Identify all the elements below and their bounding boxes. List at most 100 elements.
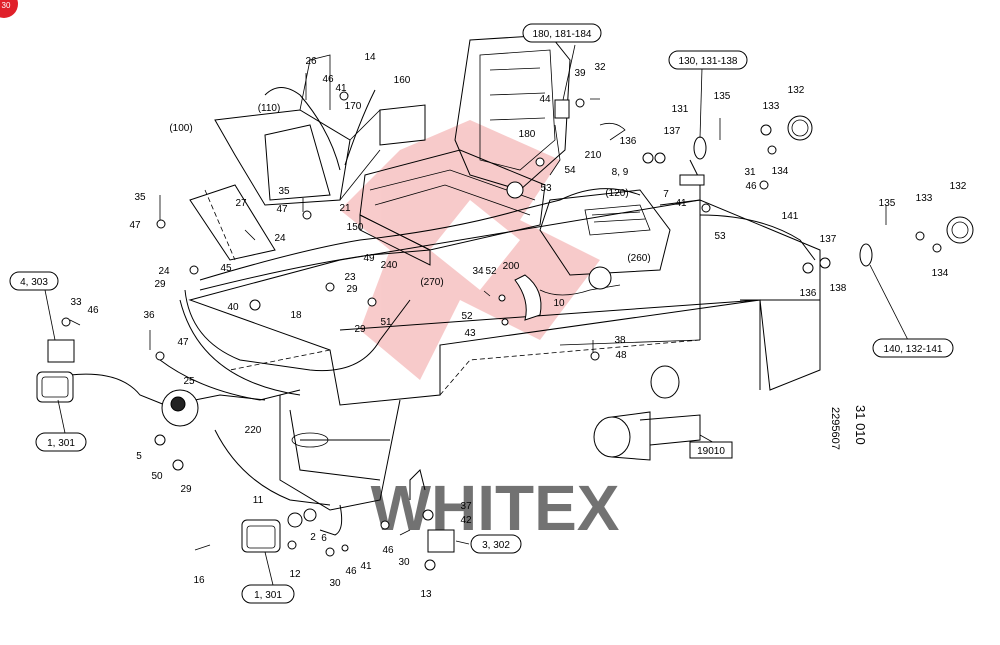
part-label: 50 [151,471,163,482]
part-label: 45 [220,263,232,274]
part-label: 36 [143,310,155,321]
part-label: 2 [310,532,316,543]
part-label: 210 [585,150,602,161]
part-label: 134 [932,268,949,279]
callout-180: 180, 181-184 [522,23,602,43]
part-label: 240 [381,260,398,271]
part-label: 52 [461,311,473,322]
part-label: 5 [136,451,142,462]
part-label: 137 [820,234,837,245]
part-label: 23 [344,272,356,283]
callout-1-301-left-text: 1, 301 [47,438,75,449]
part-label: 29 [346,284,358,295]
leader-lines [44,44,909,586]
part-label: 35 [134,192,146,203]
part-label: 16 [193,575,205,586]
right-console [539,189,671,276]
callout-3-302: 3, 302 [470,534,522,554]
part-label: 35 [278,186,290,197]
part-label: 29 [154,279,166,290]
wiring-harness [69,87,816,536]
part-label: 41 [335,83,347,94]
callout-180-text: 180, 181-184 [533,29,592,40]
part-label: (260) [627,253,650,264]
part-label: 53 [540,183,552,194]
part-label: 27 [235,198,247,209]
part-label: 21 [339,203,351,214]
callout-group: 180, 181-184 130, 131-138 4, 303 1, 301 … [9,23,954,604]
part-label: 25 [183,376,195,387]
part-label: 7 [663,189,669,200]
part-label: 52 [485,266,497,277]
group-number: 31 010 [853,405,868,445]
part-label: 39 [574,68,586,79]
part-label: 133 [916,193,933,204]
part-label: 48 [615,350,627,361]
part-label: 6 [321,533,327,544]
part-label: 33 [70,297,82,308]
part-label: 132 [950,181,967,192]
part-label: 8, 9 [612,167,629,178]
left-console [214,54,426,206]
corner-badge-text: 30 [2,1,11,10]
part-label: 220 [245,425,262,436]
part-label: 136 [800,288,817,299]
part-label: 18 [290,310,302,321]
part-label: 10 [553,298,565,309]
part-label: 160 [394,75,411,86]
callout-4-303-text: 4, 303 [20,277,48,288]
callout-140-text: 140, 132-141 [884,344,943,355]
part-label: 24 [158,266,170,277]
boxed-reference-19010: 19010 [689,441,733,459]
part-label: 30 [329,578,341,589]
part-label: 135 [714,91,731,102]
part-label: 135 [879,198,896,209]
part-label: 11 [253,495,264,506]
part-label: 47 [177,337,189,348]
lamps-and-parts [36,73,974,571]
part-label: (100) [169,123,192,134]
part-label: 46 [382,545,394,556]
part-label: 26 [305,56,317,67]
part-label: 41 [675,198,687,209]
part-label: 49 [363,253,375,264]
part-label: 41 [360,561,372,572]
watermark-logo: WHITEX [340,120,620,544]
part-label: 132 [788,85,805,96]
callout-1-301-bottom: 1, 301 [241,584,295,604]
callout-140: 140, 132-141 [872,338,954,358]
part-label: 150 [347,222,364,233]
corner-badge: 30 [0,0,18,18]
part-number-labels: 26 46 41 14 160 (110) 170 (100) 35 47 35… [70,52,966,600]
part-label: 51 [380,317,392,328]
callout-1-301-left: 1, 301 [35,432,87,452]
part-label: 47 [129,220,141,231]
part-label: 13 [420,589,432,600]
part-label: 131 [672,104,689,115]
part-label: 47 [276,204,288,215]
boxed-reference-text: 19010 [697,446,725,457]
part-label: 200 [503,261,520,272]
part-label: (110) [258,103,281,114]
part-label: (120) [605,188,628,199]
part-label: 14 [364,52,376,63]
part-label: 38 [614,335,626,346]
part-label: 34 [472,266,484,277]
part-label: 24 [274,233,286,244]
callout-3-302-text: 3, 302 [482,540,510,551]
part-label: 180 [519,129,536,140]
part-label: 136 [620,136,637,147]
part-label: 42 [460,515,472,526]
part-label: 137 [664,126,681,137]
part-label: 29 [180,484,192,495]
part-label: 12 [289,569,301,580]
part-label: 32 [594,62,606,73]
part-label: 53 [714,231,726,242]
part-label: 37 [460,501,472,512]
callout-4-303: 4, 303 [9,271,59,291]
part-label: 170 [345,101,362,112]
part-label: 46 [322,74,334,85]
part-label: 133 [763,101,780,112]
